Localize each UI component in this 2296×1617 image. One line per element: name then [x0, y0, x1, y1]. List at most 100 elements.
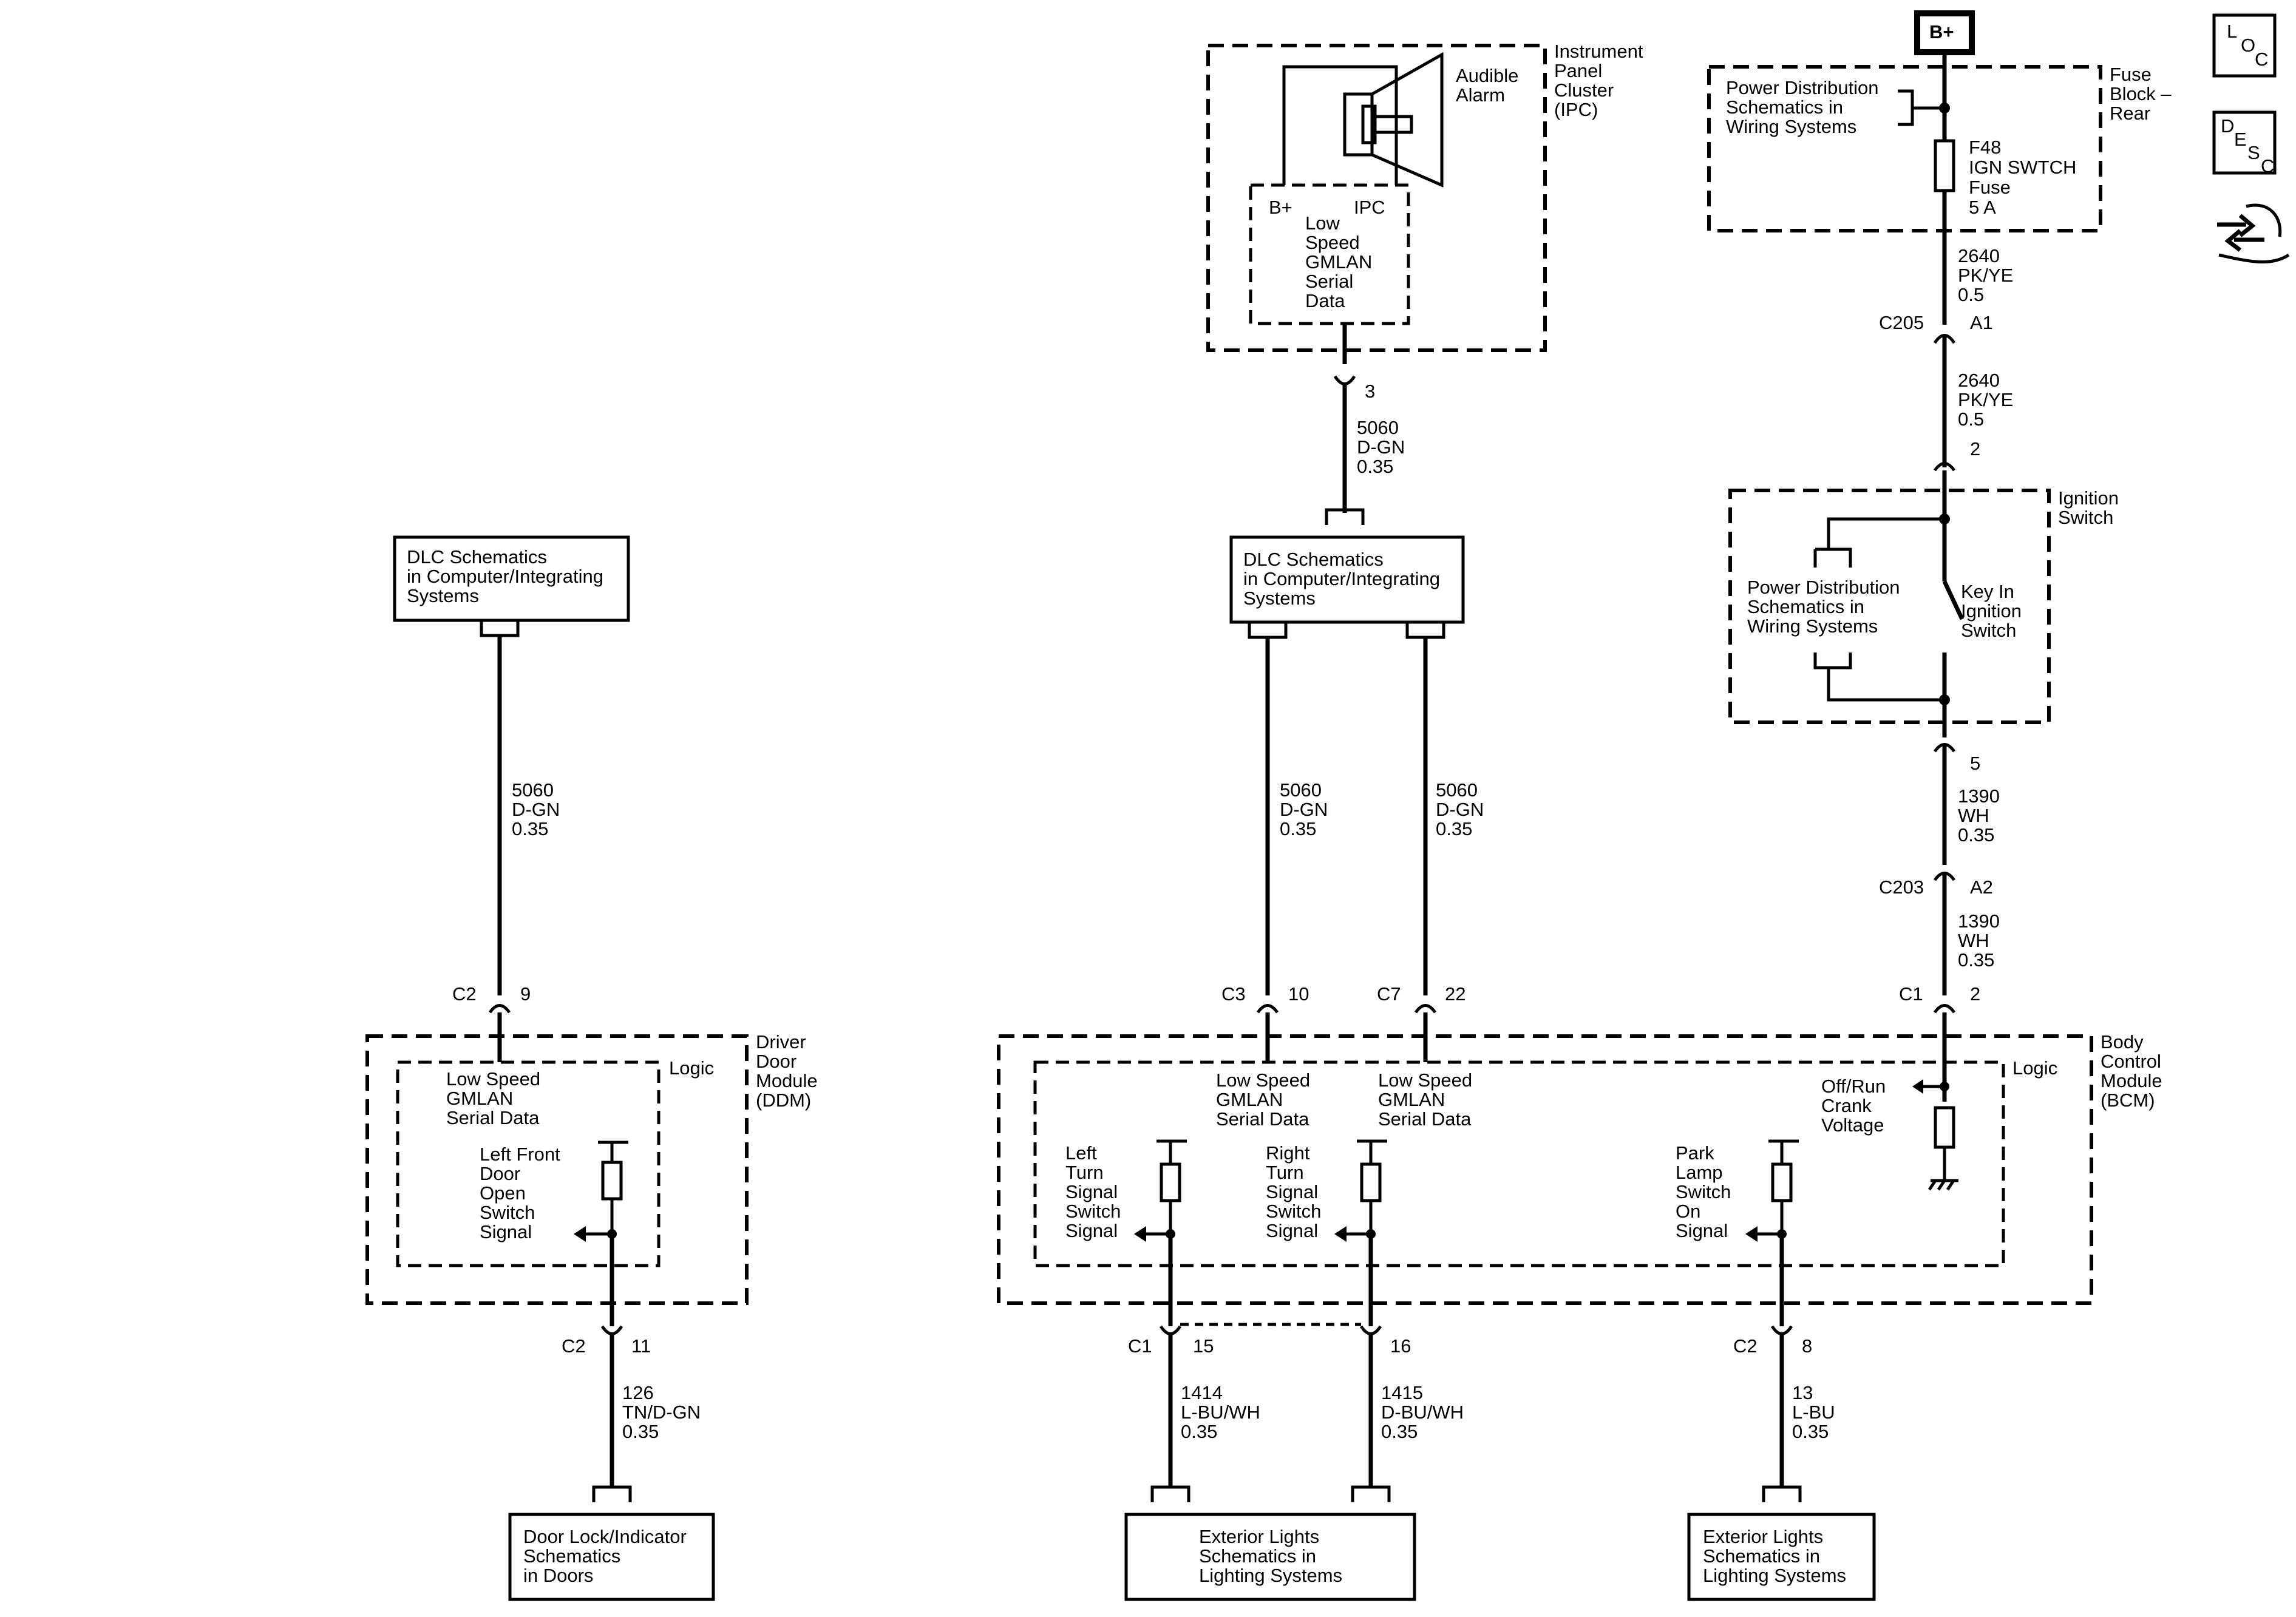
- battery-label-box: [1914, 10, 1975, 55]
- schematic-label: Logic: [2012, 1057, 2057, 1079]
- schematic-label: Cluster: [1554, 80, 1614, 101]
- schematic-label: Park: [1676, 1142, 1714, 1164]
- schematic-label: 5 A: [1969, 197, 1996, 218]
- schematic-label: C1: [1128, 1335, 1152, 1357]
- schematic-label: A2: [1970, 876, 1993, 898]
- schematic-label: C7: [1377, 983, 1401, 1005]
- schematic-label: WH: [1958, 930, 1989, 951]
- schematic-label: Lighting Systems: [1199, 1565, 1342, 1586]
- schematic-label: D-GN: [512, 799, 560, 820]
- schematic-label: L-BU/WH: [1181, 1402, 1260, 1423]
- schematic-label: Schematics in: [1199, 1545, 1316, 1567]
- schematic-label: Voltage: [1821, 1114, 1884, 1136]
- schematic-label: 2: [1970, 983, 1980, 1005]
- schematic-label: 15: [1193, 1335, 1214, 1357]
- schematic-label: Signal: [1065, 1220, 1118, 1241]
- schematic-label: (IPC): [1554, 99, 1598, 120]
- schematic-label: S: [2247, 142, 2260, 163]
- schematic-label: B+: [1929, 21, 1954, 42]
- schematic-label: Switch: [1266, 1201, 1321, 1222]
- schematic-label: 2640: [1958, 370, 2000, 391]
- schematic-label: Low Speed: [1378, 1070, 1472, 1091]
- schematic-label: 0.35: [1381, 1421, 1418, 1442]
- schematic-label: Exterior Lights: [1199, 1526, 1319, 1547]
- schematic-label: 1414: [1181, 1382, 1223, 1403]
- bcm-logic: [1033, 1060, 2005, 1267]
- schematic-label: 0.35: [1958, 949, 1994, 971]
- schematic-label: C2: [452, 983, 477, 1005]
- schematic-label: Logic: [669, 1057, 714, 1079]
- schematic-label: C: [2261, 155, 2274, 177]
- schematic-label: GMLAN: [1305, 251, 1372, 273]
- schematic-label: Signal: [1676, 1220, 1728, 1241]
- dlc-ref-center: [1229, 535, 1465, 624]
- schematic-label: 1390: [1958, 910, 2000, 932]
- instrument-panel-cluster: [1206, 44, 1547, 352]
- dlc-ref-left: [393, 535, 630, 622]
- schematic-label: Door Lock/Indicator: [523, 1526, 687, 1547]
- schematic-label: 0.35: [1958, 824, 1994, 846]
- schematic-label: C: [2255, 49, 2268, 70]
- schematic-label: 13: [1792, 1382, 1813, 1403]
- schematic-label: L: [2227, 21, 2237, 42]
- schematic-label: 5: [1970, 753, 1980, 774]
- schematic-label: Crank: [1821, 1095, 1872, 1116]
- tools-icon[interactable]: [2217, 203, 2290, 264]
- schematic-label: Left Front: [480, 1144, 560, 1165]
- schematic-label: Wiring Systems: [1747, 615, 1878, 637]
- schematic-label: Turn: [1065, 1162, 1104, 1183]
- schematic-label: 0.35: [1436, 818, 1472, 839]
- schematic-label: 0.35: [622, 1421, 659, 1442]
- schematic-label: D-GN: [1436, 799, 1484, 820]
- schematic-label: L-BU: [1792, 1402, 1835, 1423]
- schematic-label: Driver: [756, 1031, 806, 1053]
- schematic-label: 11: [631, 1335, 651, 1357]
- schematic-label: 0.35: [1280, 818, 1316, 839]
- schematic-label: C3: [1221, 983, 1246, 1005]
- loc-icon[interactable]: [2212, 13, 2277, 78]
- schematic-label: 2640: [1958, 245, 2000, 266]
- schematic-label: Wiring Systems: [1726, 116, 1856, 137]
- body-control-module: [997, 1034, 2093, 1305]
- schematic-label: Key In: [1961, 581, 2014, 602]
- schematic-label: Signal: [1266, 1181, 1318, 1202]
- schematic-label: Schematics: [523, 1545, 620, 1567]
- schematic-label: Power Distribution: [1747, 577, 1900, 598]
- schematic-label: Signal: [1266, 1220, 1318, 1241]
- ground-icon: [1927, 1179, 1958, 1191]
- schematic-label: 0.35: [512, 818, 548, 839]
- schematic-label: 9: [520, 983, 531, 1005]
- schematic-label: Signal: [480, 1221, 532, 1242]
- schematic-label: On: [1676, 1201, 1700, 1222]
- schematic-label: 126: [622, 1382, 654, 1403]
- schematic-label: 0.5: [1958, 408, 1984, 430]
- schematic-label: IPC: [1354, 197, 1385, 218]
- schematic-label: Fuse: [1969, 177, 2011, 198]
- schematic-label: GMLAN: [1216, 1089, 1283, 1110]
- desc-icon[interactable]: [2212, 110, 2277, 175]
- schematic-label: 8: [1802, 1335, 1812, 1357]
- ipc-logic: [1249, 183, 1410, 325]
- exterior-lights-ref-center: [1124, 1513, 1416, 1601]
- schematic-label: Turn: [1266, 1162, 1304, 1183]
- schematic-label: 0.35: [1181, 1421, 1217, 1442]
- schematic-label: Panel: [1554, 60, 1602, 81]
- schematic-label: Serial: [1305, 271, 1353, 292]
- schematic-label: 0.5: [1958, 284, 1984, 305]
- schematic-label: 22: [1445, 983, 1466, 1005]
- schematic-label: 3: [1365, 381, 1375, 402]
- schematic-label: Switch: [1961, 620, 2016, 641]
- schematic-label: Module: [2101, 1070, 2162, 1091]
- schematic-label: Ignition: [1961, 600, 2022, 622]
- schematic-label: DLC Schematics: [1243, 549, 1384, 570]
- schematic-label: C2: [562, 1335, 586, 1357]
- schematic-label: PK/YE: [1958, 265, 2013, 286]
- schematic-label: Low Speed: [446, 1068, 540, 1090]
- schematic-label: C2: [1733, 1335, 1758, 1357]
- schematic-label: Switch: [1065, 1201, 1121, 1222]
- schematic-label: TN/D-GN: [622, 1402, 701, 1423]
- schematic-label: 0.35: [1357, 456, 1393, 477]
- schematic-label: in Doors: [523, 1565, 593, 1586]
- schematic-label: Switch: [480, 1202, 535, 1223]
